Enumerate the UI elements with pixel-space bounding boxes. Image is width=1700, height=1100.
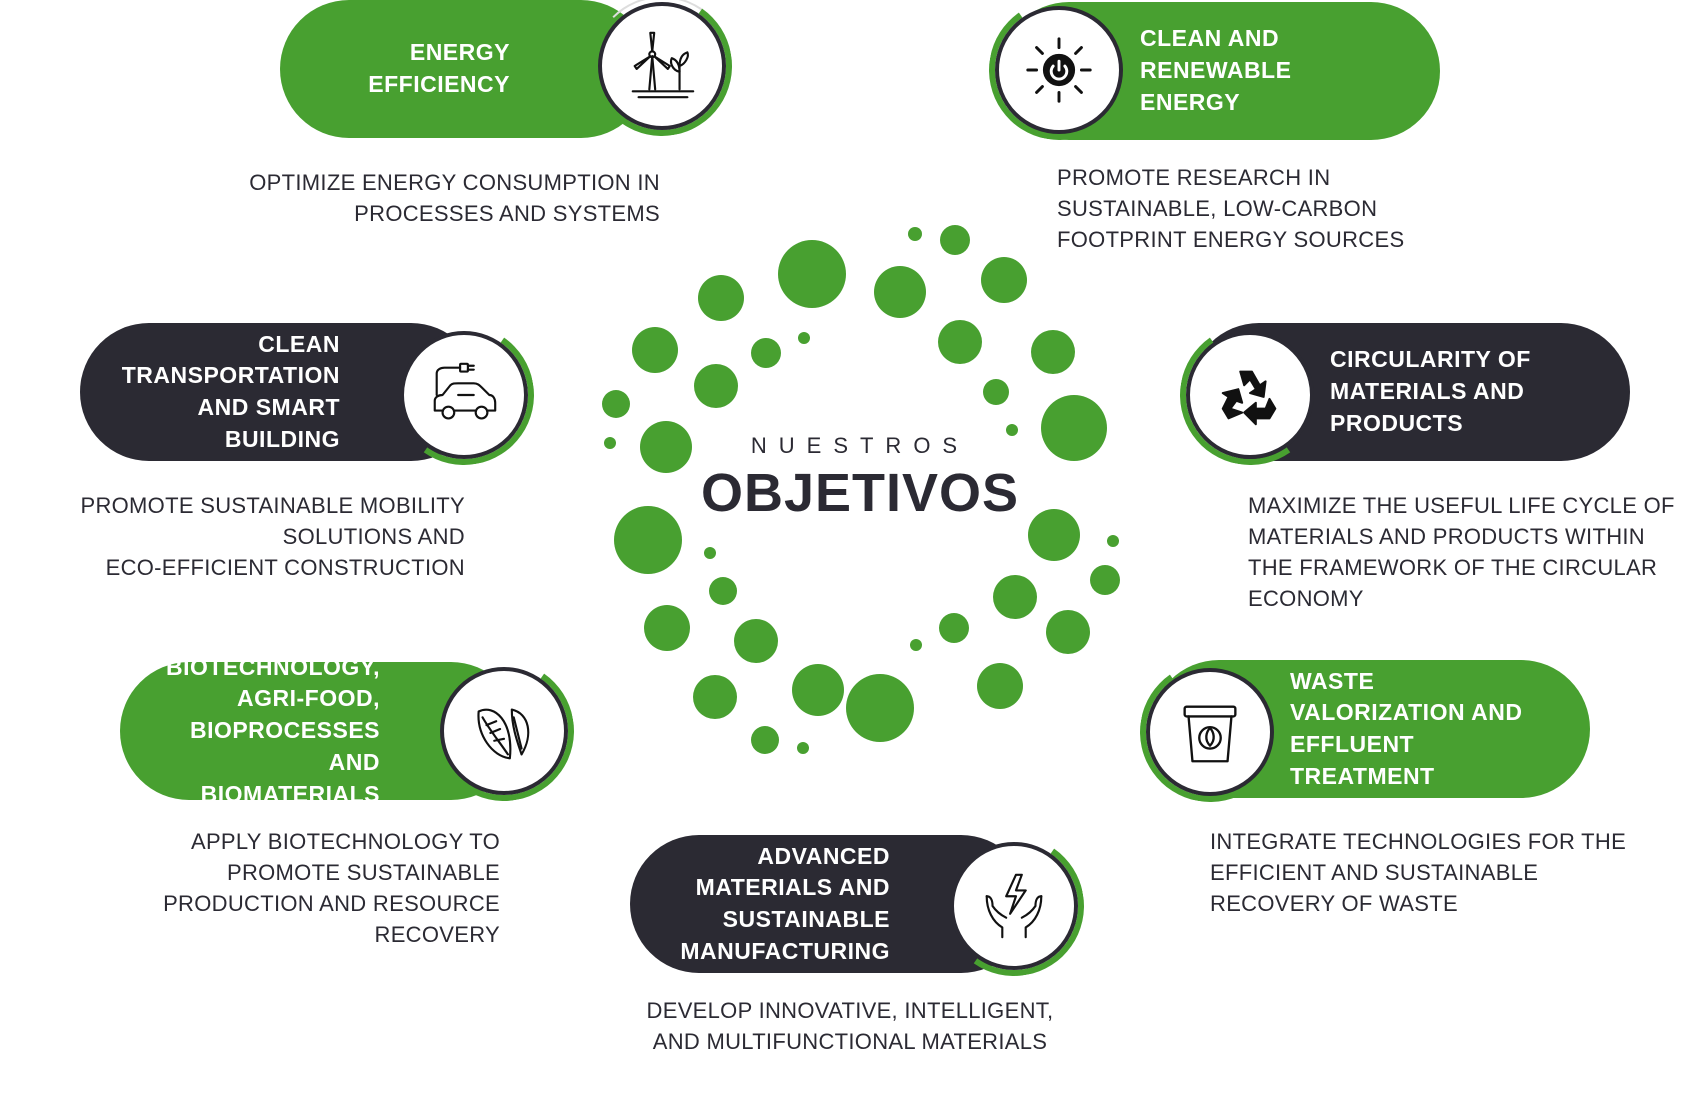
decorative-dot bbox=[939, 613, 969, 643]
dna-leaf-icon bbox=[440, 667, 568, 795]
decorative-dot bbox=[704, 547, 716, 559]
decorative-dot bbox=[632, 327, 678, 373]
description-energy-efficiency: OPTIMIZE ENERGY CONSUMPTION IN PROCESSES… bbox=[249, 170, 660, 226]
decorative-dot bbox=[693, 675, 737, 719]
decorative-dot bbox=[709, 577, 737, 605]
pill-energy-efficiency: ENERGY EFFICIENCY bbox=[280, 0, 650, 138]
decorative-dot bbox=[1041, 395, 1107, 461]
decorative-dot bbox=[644, 605, 690, 651]
decorative-dot bbox=[614, 506, 682, 574]
decorative-dot bbox=[1006, 424, 1018, 436]
center-subtitle: NUESTROS bbox=[750, 433, 970, 458]
decorative-dot bbox=[751, 338, 781, 368]
decorative-dot bbox=[602, 390, 630, 418]
decorative-dot bbox=[977, 663, 1023, 709]
electric-car-icon bbox=[400, 331, 528, 459]
decorative-dot bbox=[910, 639, 922, 651]
decorative-dot bbox=[640, 421, 692, 473]
center-title: OBJETIVOS bbox=[700, 463, 1020, 523]
decorative-dot bbox=[938, 320, 982, 364]
description-clean-renewable-energy: PROMOTE RESEARCH IN SUSTAINABLE, LOW-CAR… bbox=[1057, 165, 1405, 252]
description-advanced-materials: DEVELOP INNOVATIVE, INTELLIGENT, AND MUL… bbox=[646, 998, 1054, 1054]
decorative-dot bbox=[1046, 610, 1090, 654]
wind-turbine-plant-icon bbox=[598, 2, 726, 130]
decorative-dot bbox=[792, 664, 844, 716]
waste-bin-icon bbox=[1146, 668, 1274, 796]
decorative-dot bbox=[798, 332, 810, 344]
decorative-dot bbox=[797, 742, 809, 754]
decorative-dot bbox=[694, 364, 738, 408]
decorative-dot bbox=[1090, 565, 1120, 595]
decorative-dot bbox=[1031, 330, 1075, 374]
sun-power-icon bbox=[995, 6, 1123, 134]
decorative-dot bbox=[751, 726, 779, 754]
decorative-dot bbox=[981, 257, 1027, 303]
decorative-dot bbox=[734, 619, 778, 663]
decorative-dot bbox=[778, 240, 846, 308]
decorative-dot bbox=[983, 379, 1009, 405]
decorative-dot bbox=[940, 225, 970, 255]
decorative-dot bbox=[1028, 509, 1080, 561]
decorative-dot bbox=[846, 674, 914, 742]
decorative-dot bbox=[993, 575, 1037, 619]
pill-title-line: ENERGY bbox=[409, 39, 510, 66]
decorative-dot bbox=[908, 227, 922, 241]
decorative-dot bbox=[698, 275, 744, 321]
description-clean-transportation: PROMOTE SUSTAINABLE MOBILITY SOLUTIONS A… bbox=[80, 493, 465, 580]
hands-energy-icon bbox=[950, 842, 1078, 970]
decorative-dot bbox=[1107, 535, 1119, 547]
decorative-dot bbox=[604, 437, 616, 449]
description-waste-valorization: INTEGRATE TECHNOLOGIES FOR THE EFFICIENT… bbox=[1210, 829, 1627, 916]
description-biotechnology: APPLY BIOTECHNOLOGY TO PROMOTE SUSTAINAB… bbox=[163, 829, 500, 947]
decorative-dot bbox=[874, 266, 926, 318]
pill-title-line: EFFICIENCY bbox=[368, 71, 510, 97]
recycle-icon bbox=[1186, 331, 1314, 459]
description-circularity: MAXIMIZE THE USEFUL LIFE CYCLE OF MATERI… bbox=[1248, 493, 1675, 611]
